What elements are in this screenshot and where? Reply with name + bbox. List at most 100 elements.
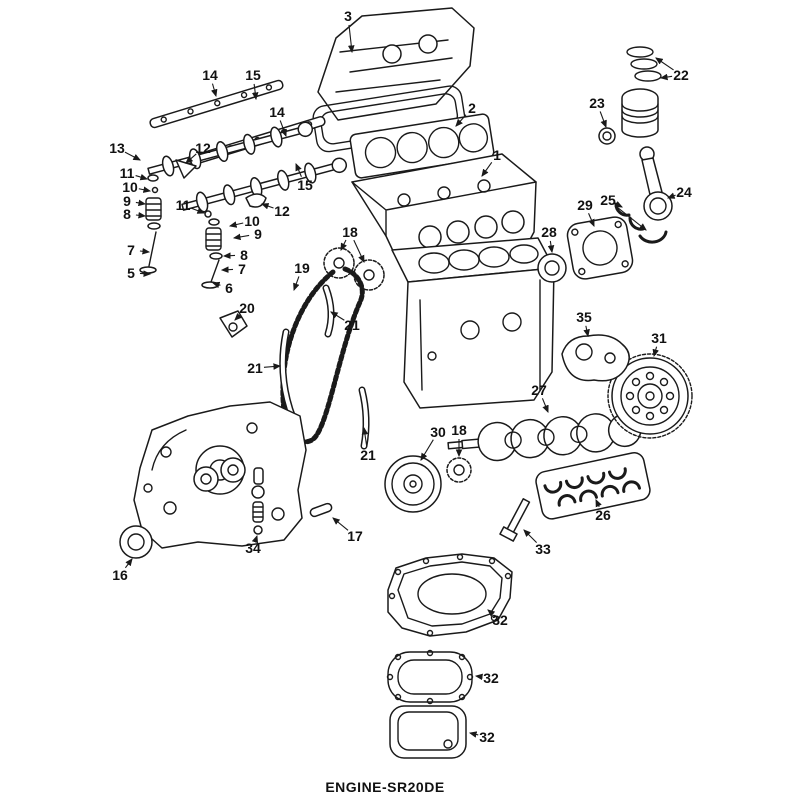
oil-pump-rotors (193, 457, 246, 492)
callout-6: 6 (225, 280, 233, 296)
callout-9: 9 (254, 226, 262, 242)
crank-sprocket (446, 457, 472, 483)
callout-26: 26 (595, 507, 611, 523)
callout-18: 18 (342, 224, 358, 240)
callout-3: 3 (344, 8, 352, 24)
callout-8: 8 (123, 206, 131, 222)
callout-15: 15 (245, 67, 261, 83)
callout-32: 32 (483, 670, 499, 686)
cylinder-head (351, 153, 537, 271)
leader-line-28 (547, 240, 555, 254)
leader-line-11 (135, 173, 149, 181)
leader-line-22 (659, 73, 673, 81)
leader-line-25 (614, 201, 623, 208)
leader-line-20 (234, 312, 243, 321)
leader-line-31 (652, 346, 659, 358)
flywheel (607, 353, 693, 439)
callout-10: 10 (122, 179, 138, 195)
valve-train-left (139, 159, 197, 274)
leader-line-5 (139, 270, 152, 277)
callout-1: 1 (493, 147, 501, 163)
leader-line-9 (135, 199, 147, 207)
callout-15: 15 (297, 177, 313, 193)
main-bearing-set (535, 451, 651, 520)
diagram-title: ENGINE-SR20DE (325, 779, 445, 795)
crankshaft (447, 413, 653, 462)
callout-23: 23 (589, 95, 605, 111)
leader-line-1 (481, 162, 493, 177)
callout-24: 24 (676, 184, 692, 200)
callout-35: 35 (576, 309, 592, 325)
callout-32: 32 (492, 612, 508, 628)
leader-line-18 (340, 239, 347, 251)
callout-9: 9 (123, 193, 131, 209)
callout-28: 28 (541, 224, 557, 240)
leader-line-15 (251, 83, 259, 101)
oil-pan-upper (387, 553, 513, 637)
leader-line-12 (185, 153, 197, 164)
leader-line-3 (347, 24, 355, 54)
leader-line-7 (139, 247, 151, 255)
callout-8: 8 (240, 247, 248, 263)
leader-line-22 (655, 57, 674, 71)
callout-21: 21 (360, 447, 376, 463)
callout-11: 11 (119, 165, 135, 181)
callout-7: 7 (238, 261, 246, 277)
leader-line-21 (263, 363, 282, 370)
leader-line-32 (487, 609, 496, 617)
leader-line-12 (260, 203, 274, 210)
callout-14: 14 (269, 104, 285, 120)
callout-5: 5 (127, 265, 135, 281)
leader-line-8 (222, 252, 236, 259)
callout-32: 32 (479, 729, 495, 745)
leader-line-27 (541, 398, 549, 414)
callout-14: 14 (202, 67, 218, 83)
callout-12: 12 (195, 140, 211, 156)
leader-line-8 (135, 211, 147, 219)
leader-line-29 (588, 213, 595, 228)
leader-line-18 (353, 239, 365, 263)
callout-2: 2 (468, 100, 476, 116)
timing-chain (280, 266, 365, 445)
leader-line-15 (295, 162, 302, 177)
callout-34: 34 (245, 540, 261, 556)
cam-bracket-rail-a (149, 79, 284, 129)
callout-33: 33 (535, 541, 551, 557)
callout-11: 11 (175, 197, 191, 213)
oil-pan-lower (389, 705, 467, 759)
leader-line-6 (211, 281, 221, 289)
leader-line-7 (220, 266, 234, 273)
leader-line-14 (211, 83, 218, 98)
callout-21: 21 (247, 360, 263, 376)
callout-10: 10 (244, 213, 260, 229)
leader-line-17 (332, 517, 349, 531)
leader-line-24 (666, 192, 676, 199)
callout-16: 16 (112, 567, 128, 583)
callout-29: 29 (577, 197, 593, 213)
oil-strainer-bolt (499, 498, 531, 542)
rear-crank-seal (537, 253, 567, 283)
chain-guide-right (358, 386, 370, 450)
camshaft-exhaust (181, 157, 348, 213)
woodruff-key (309, 502, 333, 518)
engine-block (391, 237, 555, 409)
chain-guide-left (279, 328, 297, 422)
piston (621, 88, 659, 138)
leader-line-23 (599, 111, 607, 129)
callout-31: 31 (651, 330, 667, 346)
leader-line-25 (614, 205, 647, 231)
leader-line-21 (361, 426, 369, 447)
leader-line-13 (124, 151, 141, 161)
leader-line-10 (138, 186, 152, 193)
leader-line-10 (228, 221, 244, 228)
rear-seal-retainer (566, 216, 634, 280)
leader-line-11 (191, 207, 206, 214)
callout-19: 19 (294, 260, 310, 276)
callout-12: 12 (274, 203, 290, 219)
callout-25: 25 (600, 192, 616, 208)
piston-pin (598, 127, 616, 145)
leader-line-14 (279, 120, 287, 138)
callout-22: 22 (673, 67, 689, 83)
